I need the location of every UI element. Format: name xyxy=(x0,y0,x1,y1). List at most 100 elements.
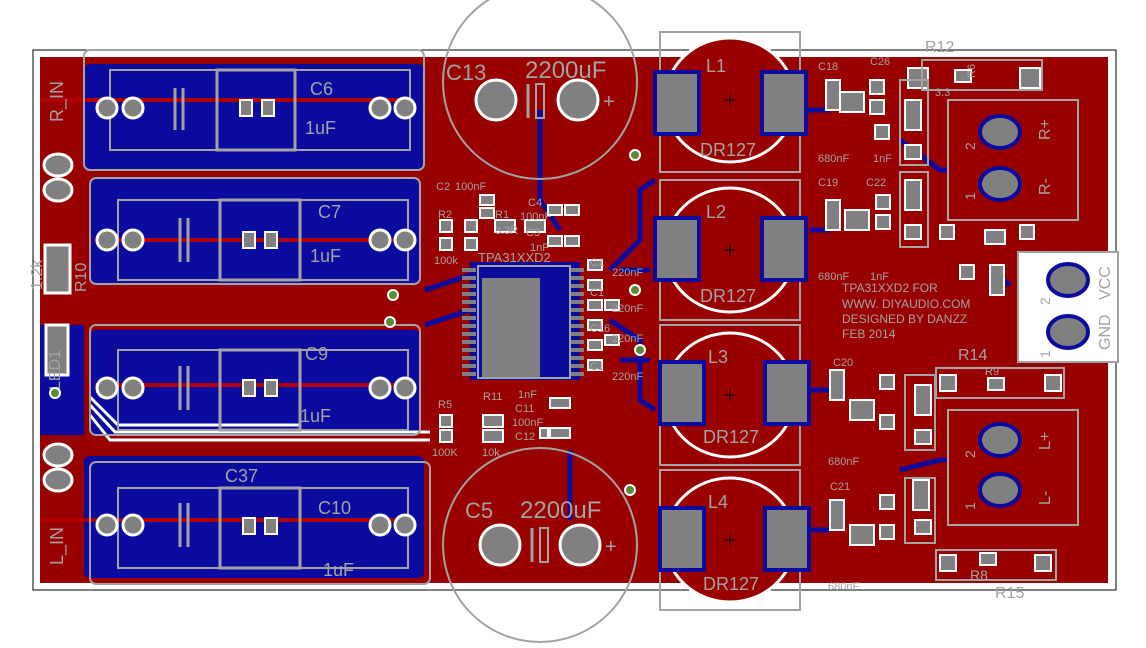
pwr-pin1-label: 1 xyxy=(1037,350,1053,358)
c3-ref: C3 xyxy=(526,227,540,239)
r1-ref: R1 xyxy=(495,209,509,221)
film-cap-symbols xyxy=(173,68,302,570)
led1-ref: LED1 xyxy=(47,350,64,390)
c9-value: 1uF xyxy=(300,406,331,426)
c10-value: 1uF xyxy=(323,560,354,580)
c7-value: 1uF xyxy=(310,246,341,266)
c26-ref: C26 xyxy=(870,56,890,68)
svg-text:+: + xyxy=(603,91,615,113)
c11-value: 100nF xyxy=(512,417,543,429)
r2-ref: R2 xyxy=(438,209,452,221)
l2-value: DR127 xyxy=(700,286,756,306)
c4-value: 100nF xyxy=(520,211,551,223)
c5-electrolytic: + C5 2200uF xyxy=(442,447,638,643)
credit-line-4: FEB 2014 xyxy=(842,327,896,341)
c14-value: 220nF xyxy=(612,267,643,279)
r15-ref: R15 xyxy=(995,585,1024,602)
c4-ref: C4 xyxy=(528,197,542,209)
c13-electrolytic: + C13 2200uF xyxy=(442,0,638,180)
r12-value: 3.3 xyxy=(935,87,950,99)
traces xyxy=(424,107,1012,533)
r12-ref: R12 xyxy=(925,39,954,56)
r1-value: 3.3R xyxy=(495,225,518,237)
l2-ref: L2 xyxy=(706,202,726,222)
left-speaker-terminal: L+ L- 2 1 xyxy=(947,409,1079,526)
r11-ref: R11 xyxy=(483,391,502,403)
c18-ref: C18 xyxy=(818,61,838,73)
c13-value: 2200uF xyxy=(525,57,606,84)
c16-ref: C16 xyxy=(590,323,610,335)
credit-line-3: DESIGNED BY DANZZ xyxy=(842,312,967,326)
r10-ref: R10 xyxy=(73,263,90,292)
l4-ref: L4 xyxy=(708,492,728,512)
c21-value: 680nF xyxy=(828,581,859,593)
c22-value: 1nF xyxy=(870,271,889,283)
c22-ref: C22 xyxy=(866,177,886,189)
l1-ref: L1 xyxy=(706,56,726,76)
gnd-label: GND xyxy=(1097,314,1114,350)
r10-resistor: 1.2k R10 xyxy=(29,243,90,295)
c19-ref: C19 xyxy=(818,177,838,189)
c5-value: 2200uF xyxy=(520,497,601,524)
c37-ref: C37 xyxy=(225,466,258,486)
c2-value: 100nF xyxy=(455,181,486,193)
l3-value: DR127 xyxy=(703,427,759,447)
l-pin2-label: 2 xyxy=(962,450,978,458)
c18-value: 680nF xyxy=(818,153,849,165)
c5-ref: C5 xyxy=(465,498,493,523)
c19-value: 680nF xyxy=(818,271,849,283)
c2-ref: C2 xyxy=(436,181,450,193)
l1-value: DR127 xyxy=(700,140,756,160)
c13-ref: C13 xyxy=(446,60,486,85)
output-filter-pads xyxy=(825,67,1062,572)
c6-ref: C6 xyxy=(310,79,333,99)
l-plus-label: L+ xyxy=(1037,432,1054,450)
r-pin1-label: 1 xyxy=(962,192,978,200)
credit-line-1: TPA31XXD2 FOR xyxy=(842,281,938,295)
c9-ref: C9 xyxy=(305,344,328,364)
c11-ref: C11 xyxy=(515,403,534,415)
vcc-label: VCC xyxy=(1097,266,1114,300)
right-speaker-terminal: R+ R- 2 1 xyxy=(947,99,1079,221)
tpa31xxd2-ic: TPA31XXD2 xyxy=(462,250,584,380)
pwr-pin2-label: 2 xyxy=(1037,297,1053,305)
c7-ref: C7 xyxy=(318,202,341,222)
r10-value: 1.2k xyxy=(29,259,46,290)
c17-value: 220nF xyxy=(612,371,643,383)
svg-text:+: + xyxy=(605,536,617,558)
r2-value: 100k xyxy=(434,255,458,267)
r11-value: 10k xyxy=(482,447,500,459)
input-connector-pads xyxy=(42,152,74,493)
c16-value: 220nF xyxy=(612,333,643,345)
r-pin2-label: 2 xyxy=(962,142,978,150)
credits: TPA31XXD2 FOR WWW. DIYAUDIO.COM DESIGNED… xyxy=(842,281,970,341)
led1: LED1 xyxy=(44,323,70,390)
l-minus-label: L- xyxy=(1037,491,1054,505)
c21-ref: C21 xyxy=(830,481,850,493)
l-in-label: L_IN xyxy=(47,527,68,565)
l4-value: DR127 xyxy=(703,574,759,594)
inductors: L1 DR127 L2 DR127 L3 DR127 L4 DR127 xyxy=(653,31,811,611)
r-in-label: R_IN xyxy=(47,81,68,122)
c12-value: 1nF xyxy=(518,389,537,401)
r14-ref: R14 xyxy=(958,347,987,364)
ic-area-smd-pads xyxy=(439,194,620,443)
power-terminal: VCC GND 2 1 xyxy=(1017,251,1119,363)
c6-value: 1uF xyxy=(305,118,336,138)
l-pin1-label: 1 xyxy=(962,502,978,510)
c15-ref: C1 xyxy=(590,287,604,299)
film-cap-pads xyxy=(95,96,417,537)
c20-value: 680nF xyxy=(828,456,859,468)
filter-outlines xyxy=(899,59,1065,581)
c10-ref: C10 xyxy=(318,498,351,518)
smd-film-pads xyxy=(239,99,278,535)
r6-ref: R6 xyxy=(966,64,978,78)
c14-ref: C1 xyxy=(590,257,604,269)
credit-line-2: WWW. DIYAUDIO.COM xyxy=(842,297,970,311)
c3-value: 1nF xyxy=(530,242,549,254)
c26-value: 1nF xyxy=(873,153,892,165)
ic-ref: TPA31XXD2 xyxy=(478,250,551,265)
c15-value: 220nF xyxy=(612,303,643,315)
c12-ref: C12 xyxy=(515,431,535,443)
